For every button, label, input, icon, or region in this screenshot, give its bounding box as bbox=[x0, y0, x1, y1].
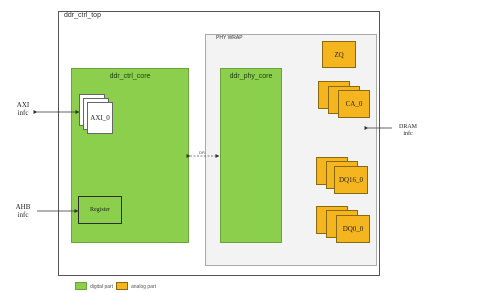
ddr-ctrl-core-title: ddr_ctrl_core bbox=[109, 73, 151, 80]
dq0-label: DQ0_0 bbox=[342, 225, 364, 233]
register-label: Register bbox=[90, 207, 110, 213]
ahb-infc-text: infc bbox=[17, 211, 29, 219]
legend-analog-swatch bbox=[116, 282, 128, 290]
dram-infc-label: DRAM infc bbox=[393, 124, 423, 138]
register-box bbox=[78, 196, 122, 224]
axi-infc-label: AXI infc bbox=[12, 101, 34, 117]
dram-text: DRAM bbox=[398, 124, 417, 130]
dfi-label: DFI bbox=[199, 150, 206, 155]
ddr-phy-core-box bbox=[220, 68, 282, 243]
phy-wrap-title: PHY WRAP bbox=[216, 35, 243, 41]
ca-block-front bbox=[338, 90, 370, 118]
axi-card-front bbox=[87, 102, 113, 134]
legend-analog-label: analog part bbox=[131, 284, 157, 290]
axi-label: AXI_0 bbox=[90, 114, 110, 122]
axi-infc-text: infc bbox=[17, 109, 29, 117]
ddr-phy-core-title: ddr_phy_core bbox=[229, 73, 273, 80]
legend-digital-label: digital part bbox=[90, 284, 114, 290]
zq-label: ZQ bbox=[334, 51, 344, 59]
axi-text: AXI bbox=[16, 101, 30, 109]
ca-label: CA_0 bbox=[345, 100, 363, 108]
dq0-block-front bbox=[336, 215, 370, 243]
dq16-block-front bbox=[334, 166, 368, 194]
ahb-text: AHB bbox=[15, 203, 31, 211]
ddr-ctrl-top-title: ddr_ctrl_top bbox=[64, 12, 101, 19]
ahb-infc-label: AHB infc bbox=[12, 203, 34, 219]
legend-digital-swatch bbox=[75, 282, 87, 290]
zq-block bbox=[322, 41, 356, 68]
dram-infc-text: infc bbox=[403, 131, 413, 137]
dq16-label: DQ16_0 bbox=[338, 176, 364, 184]
